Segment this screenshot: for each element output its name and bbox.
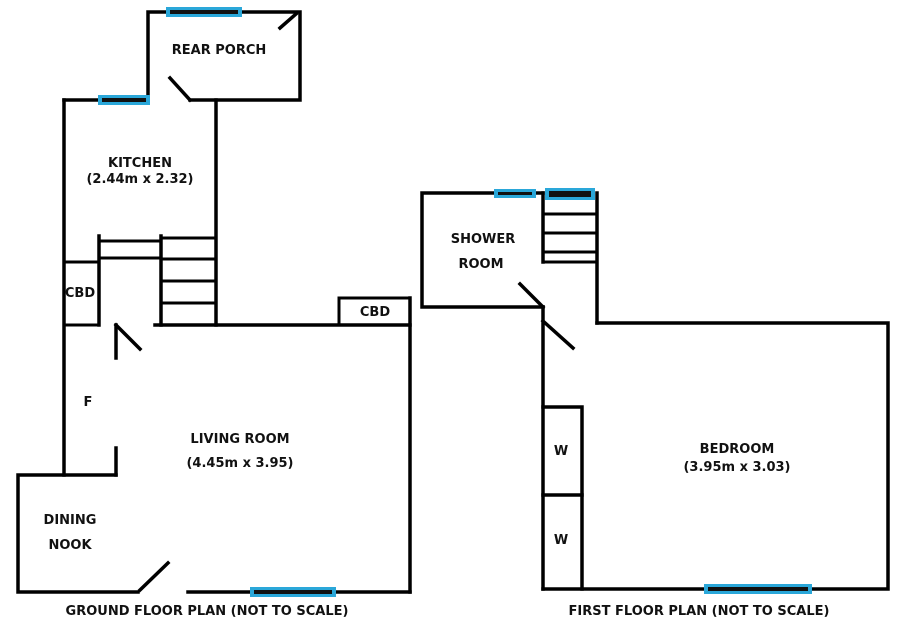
dining-label-line2: NOOK [48, 538, 92, 553]
shower-room-walls [420, 189, 546, 310]
wardrobes [541, 405, 584, 591]
living-room-size-label: (4.45m x 3.95) [186, 456, 293, 471]
bedroom-label: BEDROOM [700, 442, 775, 457]
cbd-left-label: CBD [65, 286, 95, 301]
fireplace-label: F [84, 395, 93, 410]
rear-porch-label: REAR PORCH [172, 43, 267, 58]
rear-porch-walls [146, 7, 302, 103]
kitchen-walls [62, 95, 218, 477]
kitchen-size-label: (2.44m x 2.32) [86, 172, 193, 187]
bedroom-walls [540, 305, 890, 594]
cupboard-right [337, 296, 410, 325]
living-room-label: LIVING ROOM [190, 432, 289, 447]
wardrobe-1-label: W [554, 444, 568, 459]
kitchen-label: KITCHEN [108, 156, 172, 171]
first-floor-caption: FIRST FLOOR PLAN (NOT TO SCALE) [569, 604, 830, 619]
ground-floor-caption: GROUND FLOOR PLAN (NOT TO SCALE) [66, 604, 349, 619]
cupboard-left [64, 260, 99, 327]
first-floor-plan: SHOWER ROOM W W BEDROOM (3.95m x 3.03) F… [420, 188, 890, 619]
dining-label-line1: DINING [44, 513, 97, 528]
ground-floor-plan: REAR PORCH KITCHEN (2.44m x 2.32) CBD CB… [16, 7, 412, 619]
ground-staircase [97, 234, 216, 327]
shower-label-line1: SHOWER [451, 232, 516, 247]
dining-nook-walls [16, 473, 171, 594]
cbd-right-label: CBD [360, 305, 390, 320]
shower-label-line2: ROOM [458, 257, 503, 272]
bedroom-size-label: (3.95m x 3.03) [683, 460, 790, 475]
first-staircase [541, 188, 599, 325]
living-room-walls [113, 296, 412, 597]
wardrobe-2-label: W [554, 533, 568, 548]
